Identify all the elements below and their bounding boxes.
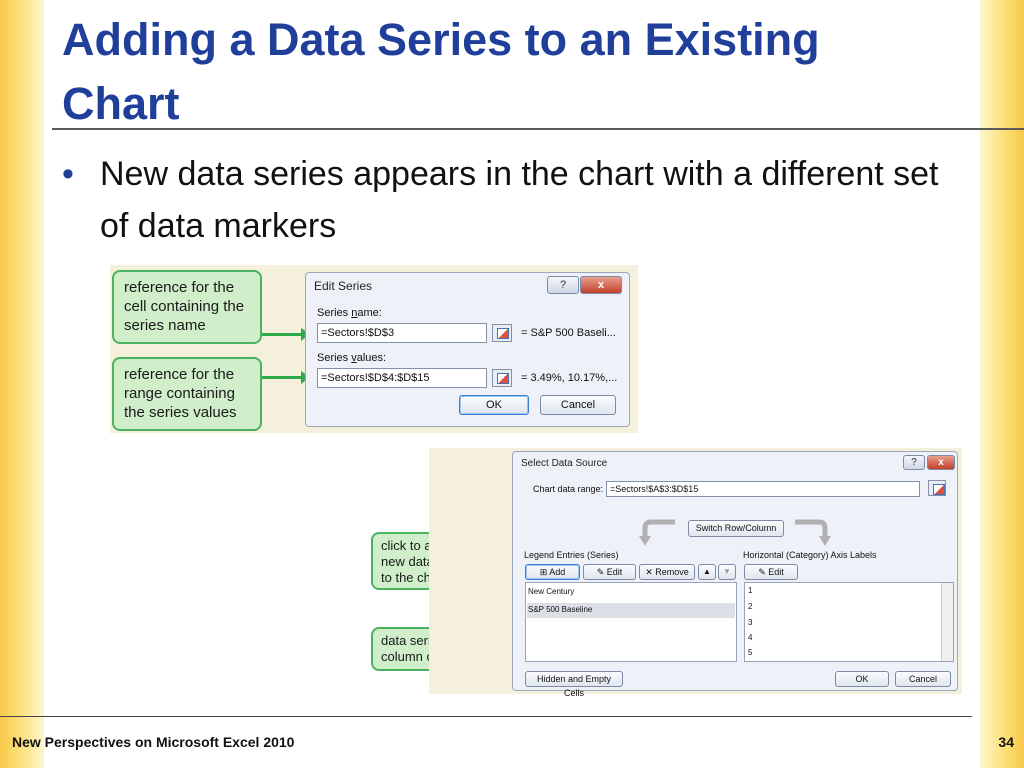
- footer-divider: [0, 716, 972, 717]
- series-name-input[interactable]: =Sectors!$D$3: [317, 323, 487, 343]
- help-button[interactable]: ?: [903, 455, 925, 470]
- callout-series-name: reference for the cell containing the se…: [112, 270, 262, 344]
- edit-icon: ✎: [596, 567, 607, 577]
- range-selector-icon[interactable]: [928, 480, 946, 496]
- series-values-range-selector-icon[interactable]: [492, 369, 512, 387]
- series-values-preview: = 3.49%, 10.17%,...: [521, 372, 618, 384]
- hidden-empty-cells-button[interactable]: Hidden and Empty Cells: [525, 671, 623, 698]
- series-name-range-selector-icon[interactable]: [492, 324, 512, 342]
- category-item: 5: [748, 648, 753, 657]
- bullet-dot-icon: •: [62, 155, 74, 193]
- series-values-input[interactable]: =Sectors!$D$4:$D$15: [317, 368, 487, 388]
- series-values-label: Series values:: [317, 352, 387, 364]
- remove-series-button[interactable]: ✕ Remove: [639, 564, 695, 580]
- edit-axis-labels-button[interactable]: ✎ Edit: [744, 564, 798, 580]
- switch-arrow-left-icon: [639, 519, 675, 546]
- select-data-source-dialog: Select Data Source ? x Chart data range:…: [512, 451, 958, 698]
- series-name-preview: = S&P 500 Baseli...: [521, 327, 616, 339]
- bullet-text: New data series appears in the chart wit…: [100, 155, 939, 245]
- cancel-button[interactable]: Cancel: [540, 395, 616, 415]
- axis-labels-list: 1 2 3 4 5: [744, 582, 954, 662]
- up-arrow-icon: ▲: [703, 567, 711, 576]
- legend-entries-list: New Century S&P 500 Baseline: [525, 582, 737, 662]
- ok-button[interactable]: OK: [835, 671, 889, 687]
- cancel-button[interactable]: Cancel: [895, 671, 951, 687]
- title-divider: [52, 128, 1024, 130]
- edit-series-button[interactable]: ✎ Edit: [583, 564, 636, 580]
- move-down-button[interactable]: ▼: [718, 564, 736, 580]
- edit-icon: ✎: [758, 567, 769, 577]
- series-item-sp500-baseline[interactable]: S&P 500 Baseline: [528, 605, 593, 614]
- edit-series-figure: reference for the cell containing the se…: [110, 265, 638, 433]
- dialog-title: Select Data Source: [521, 458, 608, 469]
- axis-labels-label: Horizontal (Category) Axis Labels: [743, 550, 877, 560]
- slide-title: Adding a Data Series to an Existing Char…: [62, 14, 820, 129]
- legend-entries-label: Legend Entries (Series): [524, 550, 619, 560]
- help-button[interactable]: ?: [547, 276, 579, 294]
- add-series-button[interactable]: ⊞ Add: [525, 564, 580, 580]
- arrow-to-name-field: [262, 328, 310, 341]
- category-item: 3: [748, 618, 753, 627]
- series-item-new-century[interactable]: New Century: [528, 587, 575, 596]
- close-button[interactable]: x: [580, 276, 622, 294]
- callout-series-values: reference for the range containing the s…: [112, 357, 262, 431]
- axis-labels-scrollbar[interactable]: [941, 583, 953, 661]
- switch-row-column-button[interactable]: Switch Row/Column: [688, 520, 784, 537]
- category-item: 1: [748, 586, 753, 595]
- down-arrow-icon: ▼: [723, 567, 731, 576]
- add-icon: ⊞: [539, 567, 550, 577]
- edit-series-dialog: Edit Series ? x Series name: =Sectors!$D…: [305, 272, 630, 427]
- close-button[interactable]: x: [927, 455, 955, 470]
- dialog-title: Edit Series: [314, 279, 373, 293]
- select-data-source-figure: Select Data Source ? x Chart data range:…: [429, 448, 962, 698]
- chart-data-range-input[interactable]: =Sectors!$A$3:$D$15: [606, 481, 920, 497]
- category-item: 2: [748, 602, 753, 611]
- remove-icon: ✕: [645, 567, 656, 577]
- selected-row-highlight: [527, 603, 735, 618]
- series-name-label: Series name:: [317, 307, 382, 319]
- switch-arrow-right-icon: [795, 519, 831, 546]
- category-item: 4: [748, 633, 753, 642]
- chart-data-range-label: Chart data range:: [533, 484, 604, 494]
- right-decorative-stripe: [980, 0, 1024, 768]
- move-up-button[interactable]: ▲: [698, 564, 716, 580]
- left-decorative-stripe: [0, 0, 44, 768]
- arrow-to-values-field: [262, 371, 310, 384]
- page-number: 34: [998, 734, 1014, 750]
- footer-text: New Perspectives on Microsoft Excel 2010: [12, 734, 295, 750]
- ok-button[interactable]: OK: [459, 395, 529, 415]
